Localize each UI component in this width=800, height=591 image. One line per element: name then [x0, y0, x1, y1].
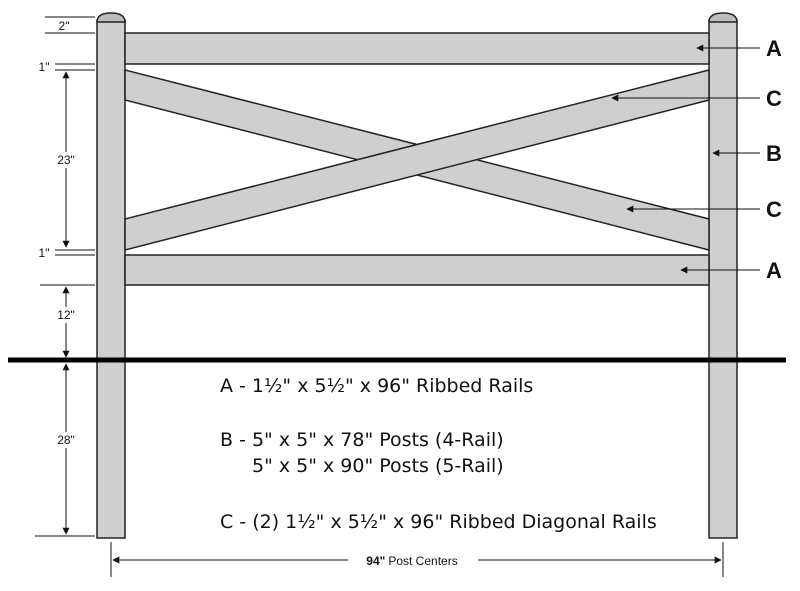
legend-a: A - 1½" x 5½" x 96" Ribbed Rails: [220, 375, 533, 397]
post-centers-dimension: [110, 542, 724, 577]
top-rail: [124, 32, 710, 65]
legend-c: C - (2) 1½" x 5½" x 96" Ribbed Diagonal …: [220, 511, 657, 533]
post-centers-label: 94"Post Centers: [366, 554, 457, 568]
left-dimension-lines: [35, 16, 95, 537]
dim-burial-depth: 28": [57, 433, 75, 447]
label-c-lower: C: [766, 197, 782, 222]
right-post: [708, 12, 738, 539]
legend-b-5rail: 5" x 5" x 90" Posts (5-Rail): [252, 455, 504, 477]
dim-top-gap: 2": [59, 19, 70, 33]
dim-rail-gap-bottom: 1": [39, 246, 50, 260]
label-c-upper: C: [766, 86, 782, 111]
diagonal-rail-up: [124, 69, 710, 251]
left-post: [96, 12, 126, 539]
dim-ground-clearance: 12": [57, 308, 75, 322]
dim-middle-span: 23": [57, 153, 75, 167]
label-a-top: A: [766, 36, 782, 61]
post-centers-text: Post Centers: [388, 554, 457, 568]
label-b-post: B: [766, 141, 782, 166]
legend-b-4rail: B - 5" x 5" x 78" Posts (4-Rail): [220, 429, 504, 451]
label-a-bottom: A: [766, 258, 782, 283]
dim-rail-gap-top: 1": [39, 60, 50, 74]
post-centers-value: 94": [366, 554, 385, 568]
callout-leaders: [611, 44, 760, 274]
bottom-rail: [124, 254, 710, 286]
